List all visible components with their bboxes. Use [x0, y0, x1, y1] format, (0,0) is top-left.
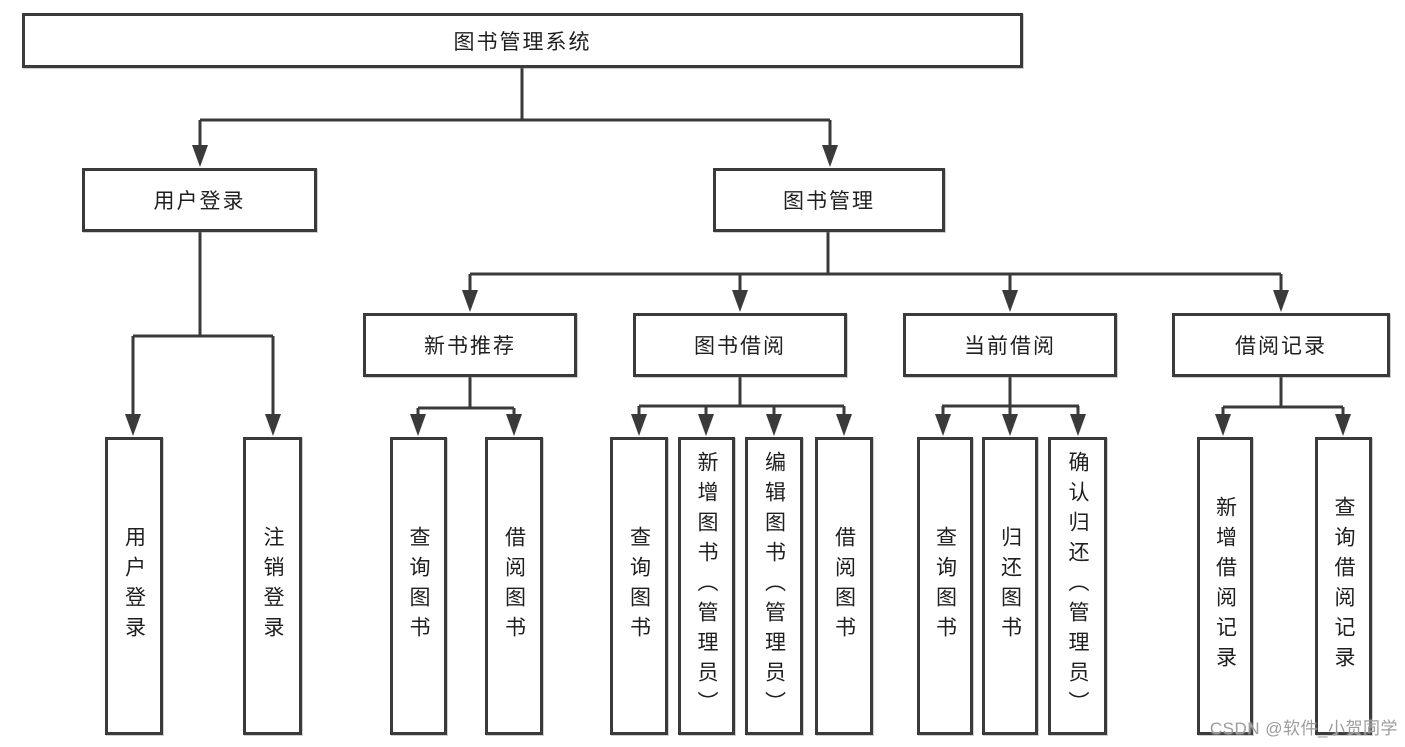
- node-label: 新增借阅记录: [1213, 496, 1237, 676]
- arrow-down-icon: [1215, 414, 1231, 436]
- node-label: 归还图书: [998, 526, 1022, 646]
- connector-current-borrow-to-leaves: [941, 377, 1080, 418]
- leaf-edit-books-admin: 编辑图书（管理员）: [745, 437, 803, 735]
- arrow-down-icon: [192, 145, 208, 167]
- node-label: 用户登录: [153, 190, 246, 213]
- arrow-down-icon: [506, 414, 522, 436]
- arrow-down-icon: [1002, 290, 1018, 312]
- arrow-down-icon: [1002, 414, 1018, 436]
- leaf-query-books-borrow: 查询图书: [610, 437, 668, 735]
- arrow-down-icon: [935, 414, 951, 436]
- connector-new-book-to-leaves: [416, 377, 516, 418]
- arrow-down-icon: [1273, 290, 1289, 312]
- leaf-query-borrow-record: 查询借阅记录: [1315, 437, 1372, 735]
- arrow-down-icon: [1335, 414, 1351, 436]
- connector-book-mgmt-to-level3: [468, 232, 1283, 294]
- arrowheads: [125, 145, 1351, 436]
- leaf-user-login: 用户登录: [105, 437, 163, 735]
- leaf-add-books-admin: 新增图书（管理员）: [678, 437, 735, 735]
- node-label: 当前借阅: [964, 335, 1056, 358]
- node-label: 新增图书（管理员）: [695, 451, 718, 721]
- arrow-down-icon: [265, 414, 281, 436]
- leaf-logout: 注销登录: [243, 437, 302, 735]
- node-user-login: 用户登录: [82, 168, 317, 232]
- node-label: 确认归还（管理员）: [1066, 451, 1089, 721]
- arrow-down-icon: [836, 414, 852, 436]
- arrow-down-icon: [462, 290, 478, 312]
- arrow-down-icon: [732, 290, 748, 312]
- node-label: 借阅图书: [832, 526, 856, 646]
- leaf-return-books: 归还图书: [982, 437, 1038, 735]
- node-current-borrowing: 当前借阅: [903, 313, 1117, 377]
- csdn-watermark: CSDN @软件_小贺同学: [1209, 719, 1398, 738]
- node-label: 用户登录: [122, 526, 146, 646]
- node-label: 图书管理系统: [453, 30, 592, 54]
- node-root-library-system: 图书管理系统: [22, 13, 1023, 68]
- node-label: 注销登录: [261, 526, 284, 646]
- arrow-down-icon: [125, 414, 141, 436]
- leaf-borrow-books: 借阅图书: [815, 437, 873, 735]
- node-label: 查询借阅记录: [1332, 496, 1355, 676]
- connector-root-to-level2: [198, 68, 832, 150]
- arrow-down-icon: [1070, 414, 1086, 436]
- arrow-down-icon: [410, 414, 426, 436]
- connector-borrow-records-to-leaves: [1221, 377, 1345, 418]
- node-label: 查询图书: [933, 526, 957, 646]
- leaf-confirm-return-admin: 确认归还（管理员）: [1048, 437, 1107, 735]
- leaf-borrow-books-recommend: 借阅图书: [485, 437, 543, 735]
- node-label: 新书推荐: [424, 335, 516, 358]
- arrow-down-icon: [631, 414, 647, 436]
- leaf-query-books-current: 查询图书: [917, 437, 973, 735]
- arrow-down-icon: [822, 145, 838, 167]
- node-book-borrowing: 图书借阅: [633, 313, 847, 377]
- node-new-book-recommendation: 新书推荐: [363, 313, 577, 377]
- node-label: 编辑图书（管理员）: [762, 451, 786, 721]
- node-label: 图书管理: [783, 190, 875, 213]
- connector-user-login-to-leaves: [131, 232, 275, 418]
- arrow-down-icon: [698, 414, 714, 436]
- connector-book-borrow-to-leaves: [637, 377, 846, 418]
- node-label: 查询图书: [627, 526, 651, 646]
- node-label: 借阅图书: [502, 526, 526, 646]
- leaf-add-borrow-record: 新增借阅记录: [1197, 437, 1253, 735]
- node-book-management: 图书管理: [713, 168, 945, 232]
- arrow-down-icon: [766, 414, 782, 436]
- node-label: 查询图书: [407, 526, 430, 646]
- node-label: 借阅记录: [1235, 335, 1327, 358]
- node-label: 图书借阅: [694, 335, 786, 358]
- node-borrowing-records: 借阅记录: [1172, 313, 1390, 377]
- leaf-query-books-recommend: 查询图书: [390, 437, 447, 735]
